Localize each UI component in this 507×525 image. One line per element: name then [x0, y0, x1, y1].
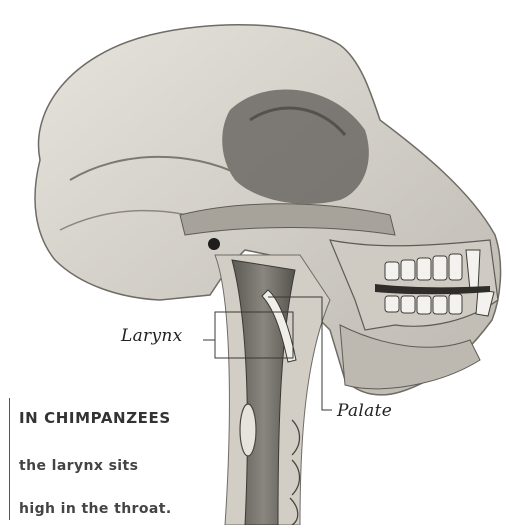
caption-rule: [9, 398, 10, 520]
palate-label: Palate: [337, 401, 392, 421]
larynx-label: Larynx: [121, 326, 183, 346]
caption-line-3: high in the throat.: [19, 501, 172, 517]
caption-heading: IN CHIMPANZEES: [19, 409, 171, 427]
caption-line-2: the larynx sits: [19, 458, 138, 474]
